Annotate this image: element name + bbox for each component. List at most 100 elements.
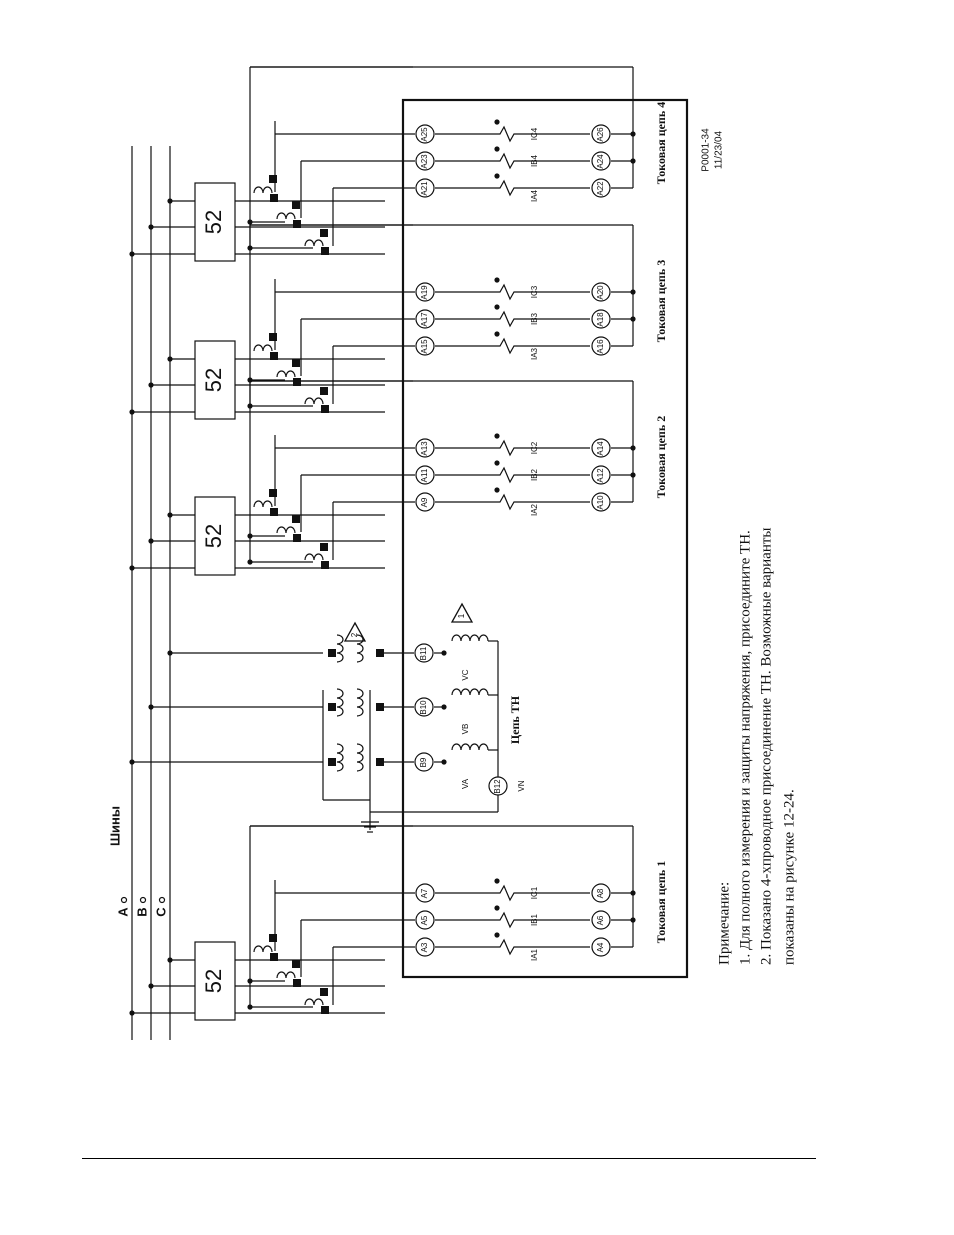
- ct-polarity-mark: [269, 489, 277, 497]
- terminal-circle: [591, 336, 611, 356]
- notes-heading: Примечание:: [716, 882, 732, 965]
- left-terminal: A5: [420, 915, 429, 925]
- ct-polarity-mark: [321, 1006, 329, 1014]
- ct-polarity-mark: [269, 175, 277, 183]
- junction-dot: [630, 445, 636, 451]
- terminal-circle: [591, 438, 611, 458]
- terminal-circle: [415, 465, 435, 485]
- ct-polarity-mark: [321, 247, 329, 255]
- current-input-symbol: [490, 884, 524, 902]
- ct-polarity-mark: [293, 378, 301, 386]
- current-transformer-coil: [276, 370, 296, 378]
- polarity-dot: [494, 487, 500, 493]
- current-transformer-coil: [253, 945, 273, 953]
- right-terminal: A14: [596, 441, 605, 456]
- current-transformer-coil: [304, 553, 324, 561]
- left-terminal: A19: [420, 285, 429, 300]
- right-terminal: A6: [596, 915, 605, 925]
- junction-dot: [630, 890, 636, 896]
- current-input-symbol: [490, 152, 524, 170]
- note-marker-1: 1: [457, 613, 466, 618]
- junction-dot: [630, 917, 636, 923]
- terminal-circle: [414, 752, 434, 772]
- phase-terminal: [139, 896, 147, 904]
- terminal-circle: [415, 151, 435, 171]
- ct-polarity-mark: [321, 405, 329, 413]
- phase-b-label: B: [134, 907, 149, 916]
- polarity-dot: [494, 460, 500, 466]
- phase-current-label: IC1: [530, 886, 539, 899]
- breaker-label: 52: [201, 368, 226, 392]
- terminal-circle: [591, 151, 611, 171]
- ct-polarity-mark: [269, 333, 277, 341]
- current-input-symbol: [490, 179, 524, 197]
- left-terminal: A3: [420, 942, 429, 952]
- current-input-symbol: [490, 125, 524, 143]
- left-terminal: A17: [420, 312, 429, 327]
- current-transformer-coil: [276, 971, 296, 979]
- terminal-circle: [415, 438, 435, 458]
- polarity-dot: [494, 119, 500, 125]
- terminal-circle: [591, 282, 611, 302]
- phase-current-label: IB1: [530, 913, 539, 926]
- vt-terminal: B12: [493, 779, 502, 794]
- polarity-dot: [441, 759, 447, 765]
- vt-primary-coil: [336, 688, 344, 717]
- terminal-circle: [415, 178, 435, 198]
- current-input-symbol: [490, 466, 524, 484]
- left-terminal: A15: [420, 339, 429, 354]
- phase-c-label: C: [153, 907, 168, 917]
- phase-current-label: IA2: [530, 503, 539, 516]
- breaker-box: [194, 496, 236, 576]
- left-terminal: A13: [420, 441, 429, 456]
- current-transformer-coil: [253, 186, 273, 194]
- ct-polarity-mark: [269, 934, 277, 942]
- polarity-dot: [494, 304, 500, 310]
- notes-block: Примечание:1. Для полного измерения и за…: [716, 528, 797, 966]
- terminal-circle: [415, 336, 435, 356]
- left-terminal: A9: [420, 497, 429, 507]
- phase-current-label: IB3: [530, 312, 539, 325]
- current-input-symbol: [490, 439, 524, 457]
- vt-secondary-coil: [356, 743, 364, 772]
- vt-secondary-coil: [356, 688, 364, 717]
- right-terminal: A26: [596, 127, 605, 142]
- terminal-circle: [591, 937, 611, 957]
- terminal-circle: [415, 309, 435, 329]
- terminal-circle: [415, 937, 435, 957]
- ct-polarity-mark: [293, 979, 301, 987]
- vt-input-coil: [451, 634, 489, 642]
- note-triangle: [343, 621, 367, 642]
- breaker-box: [194, 182, 236, 262]
- junction-dot: [630, 289, 636, 295]
- vt-phase-label: VA: [461, 778, 470, 789]
- terminal-circle: [415, 282, 435, 302]
- terminal-circle: [591, 124, 611, 144]
- junction-dot: [630, 472, 636, 478]
- right-terminal: A18: [596, 312, 605, 327]
- phase-current-label: IA3: [530, 347, 539, 360]
- polarity-dot: [494, 173, 500, 179]
- vt-polarity-mark: [328, 703, 336, 711]
- current-circuit-title: Токовая цепь 4: [654, 102, 668, 184]
- junction-dot: [630, 158, 636, 164]
- breaker-label: 52: [201, 210, 226, 234]
- ct-polarity-mark: [270, 352, 278, 360]
- ct-polarity-mark: [320, 543, 328, 551]
- footer-rule: [82, 1158, 816, 1159]
- phase-current-label: IB4: [530, 154, 539, 167]
- terminal-circle: [591, 883, 611, 903]
- phase-a-label: A: [115, 907, 130, 917]
- left-terminal: A11: [420, 468, 429, 482]
- right-terminal: A22: [596, 181, 605, 196]
- current-circuit-title: Токовая цепь 3: [654, 260, 668, 342]
- ct-polarity-mark: [293, 534, 301, 542]
- vt-secondary-coil: [356, 634, 364, 663]
- ct-polarity-mark: [320, 988, 328, 996]
- current-transformer-coil: [304, 397, 324, 405]
- right-terminal: A20: [596, 285, 605, 300]
- current-input-symbol: [490, 310, 524, 328]
